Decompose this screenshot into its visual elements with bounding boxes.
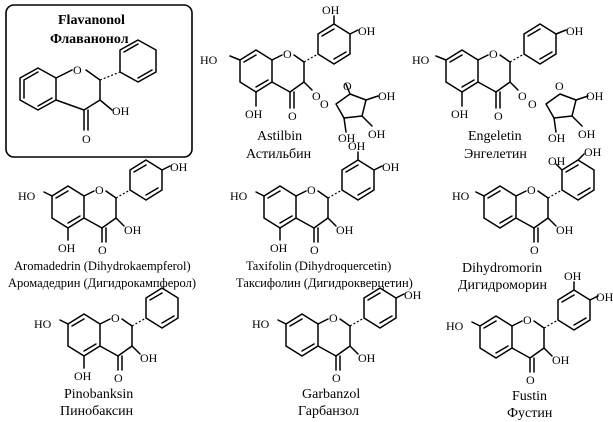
fustin-ho-7: HO [446, 319, 464, 333]
legend-box: Flavanonol Флаванонол O OH O [5, 4, 193, 158]
astilbin-carbonyl-o: O [288, 109, 297, 123]
dihydromorin-structure [475, 153, 595, 243]
engeletin-sugar-oh-b: OH [578, 127, 596, 141]
astilbin-structure [229, 15, 379, 133]
garbanzol-carbonyl-o: O [332, 371, 341, 385]
aromadedrin-ho-7: HO [18, 189, 36, 203]
aromadedrin-ring-o: O [95, 183, 104, 197]
dihydromorin-name-ru: Дигидроморин [458, 278, 547, 293]
engeletin-structure [435, 23, 589, 133]
dihydromorin-ho-7: HO [452, 189, 470, 203]
astilbin-oh-3p: OH [322, 3, 340, 17]
aromadedrin-oh-5: OH [58, 241, 76, 255]
astilbin-sugar-o: O [343, 79, 352, 93]
taxifolin-name-ru: Таксифолин (Дигидрокверцетин) [236, 276, 413, 290]
aromadedrin-oh-3: OH [124, 223, 142, 237]
pinobanksin-oh-5: OH [74, 369, 92, 383]
taxifolin-name-en: Taxifolin (Dihydroquercetin) [246, 259, 391, 273]
astilbin-name-ru: Астильбин [246, 147, 312, 162]
pinobanksin-carbonyl-o: O [114, 371, 123, 385]
engeletin-sugar-o: O [555, 79, 564, 93]
dihydromorin-carbonyl-o: O [530, 243, 539, 257]
engeletin-name-ru: Энгелетин [464, 147, 527, 162]
dihydromorin-oh-3: OH [556, 223, 574, 237]
taxifolin-ring-o: O [307, 183, 316, 197]
aromadedrin-name-ru: Аромадедрин (Дигидрокампферол) [8, 276, 196, 290]
pinobanksin-oh-3: OH [140, 351, 158, 365]
taxifolin-oh-3p: OH [348, 139, 366, 153]
engeletin-oh-5: OH [451, 107, 469, 121]
dihydromorin-oh-4p: OH [584, 145, 602, 159]
fustin-name-ru: Фустин [507, 406, 553, 421]
astilbin-ho-7: HO [200, 53, 218, 67]
astilbin-sugar-oh-b: OH [368, 127, 386, 141]
pinobanksin-name-en: Pinobanksin [64, 387, 133, 402]
dihydromorin-name-en: Dihydromorin [462, 261, 542, 276]
fustin-oh-4p: OH [596, 290, 613, 304]
fustin-oh-3p: OH [564, 269, 582, 283]
garbanzol-oh-4p: OH [404, 288, 422, 302]
engeletin-sugar-oh-c: OH [548, 131, 566, 145]
legend-carbonyl-oxygen: O [82, 132, 91, 146]
astilbin-glycosidic-o2: O [320, 97, 329, 111]
pinobanksin-structure [59, 287, 179, 371]
engeletin-glycosidic-o1: O [518, 89, 527, 103]
dihydromorin-oh-2p: OH [548, 154, 566, 168]
pinobanksin-ho-7: HO [34, 317, 52, 331]
garbanzol-ring-o: O [329, 311, 338, 325]
engeletin-ho-7: HO [412, 53, 430, 67]
taxifolin-structure [255, 151, 383, 243]
astilbin-oh-5: OH [245, 107, 263, 121]
aromadedrin-structure [43, 159, 171, 243]
legend-ring-oxygen: O [73, 63, 82, 77]
aromadedrin-carbonyl-o: O [98, 243, 107, 257]
engeletin-oh-4p: OH [566, 24, 584, 38]
fustin-oh-3: OH [552, 353, 570, 367]
dihydromorin-ring-o: O [527, 183, 536, 197]
astilbin-glycosidic-o1: O [312, 89, 321, 103]
astilbin-sugar-oh-c: OH [338, 131, 356, 145]
garbanzol-oh-3: OH [358, 351, 376, 365]
garbanzol-name-ru: Гарбанзол [298, 404, 359, 419]
engeletin-glycosidic-o2: O [528, 97, 537, 111]
taxifolin-carbonyl-o: O [310, 243, 319, 257]
engeletin-carbonyl-o: O [494, 109, 503, 123]
garbanzol-name-en: Garbanzol [302, 387, 360, 402]
engeletin-sugar-oh-a: OH [586, 89, 604, 103]
aromadedrin-oh-4p: OH [170, 160, 188, 174]
pinobanksin-ring-o: O [111, 311, 120, 325]
aromadedrin-name-en: Aromadedrin (Dihydrokaempferol) [14, 259, 191, 273]
taxifolin-oh-4p: OH [382, 160, 400, 174]
fustin-carbonyl-o: O [526, 373, 535, 387]
legend-title-en: Flavanonol [58, 13, 125, 28]
legend-hydroxyl: OH [112, 104, 130, 118]
garbanzol-ho-7: HO [252, 317, 270, 331]
astilbin-sugar-oh-a: OH [378, 89, 396, 103]
fustin-ring-o: O [523, 313, 532, 327]
taxifolin-oh-5: OH [270, 241, 288, 255]
taxifolin-ho-7: HO [230, 189, 248, 203]
astilbin-name-en: Astilbin [257, 129, 302, 144]
garbanzol-structure [277, 287, 405, 371]
fustin-name-en: Fustin [512, 389, 547, 404]
taxifolin-oh-3: OH [336, 223, 354, 237]
astilbin-oh-4p: OH [358, 24, 376, 38]
legend-frame [5, 4, 193, 158]
astilbin-ring-o: O [283, 47, 292, 61]
engeletin-name-en: Engeletin [468, 129, 522, 144]
legend-title-ru: Флаванонол [50, 32, 129, 47]
engeletin-ring-o: O [489, 47, 498, 61]
legend-structure [19, 39, 157, 131]
fustin-structure [471, 281, 599, 373]
pinobanksin-name-ru: Пинобаксин [60, 404, 134, 419]
